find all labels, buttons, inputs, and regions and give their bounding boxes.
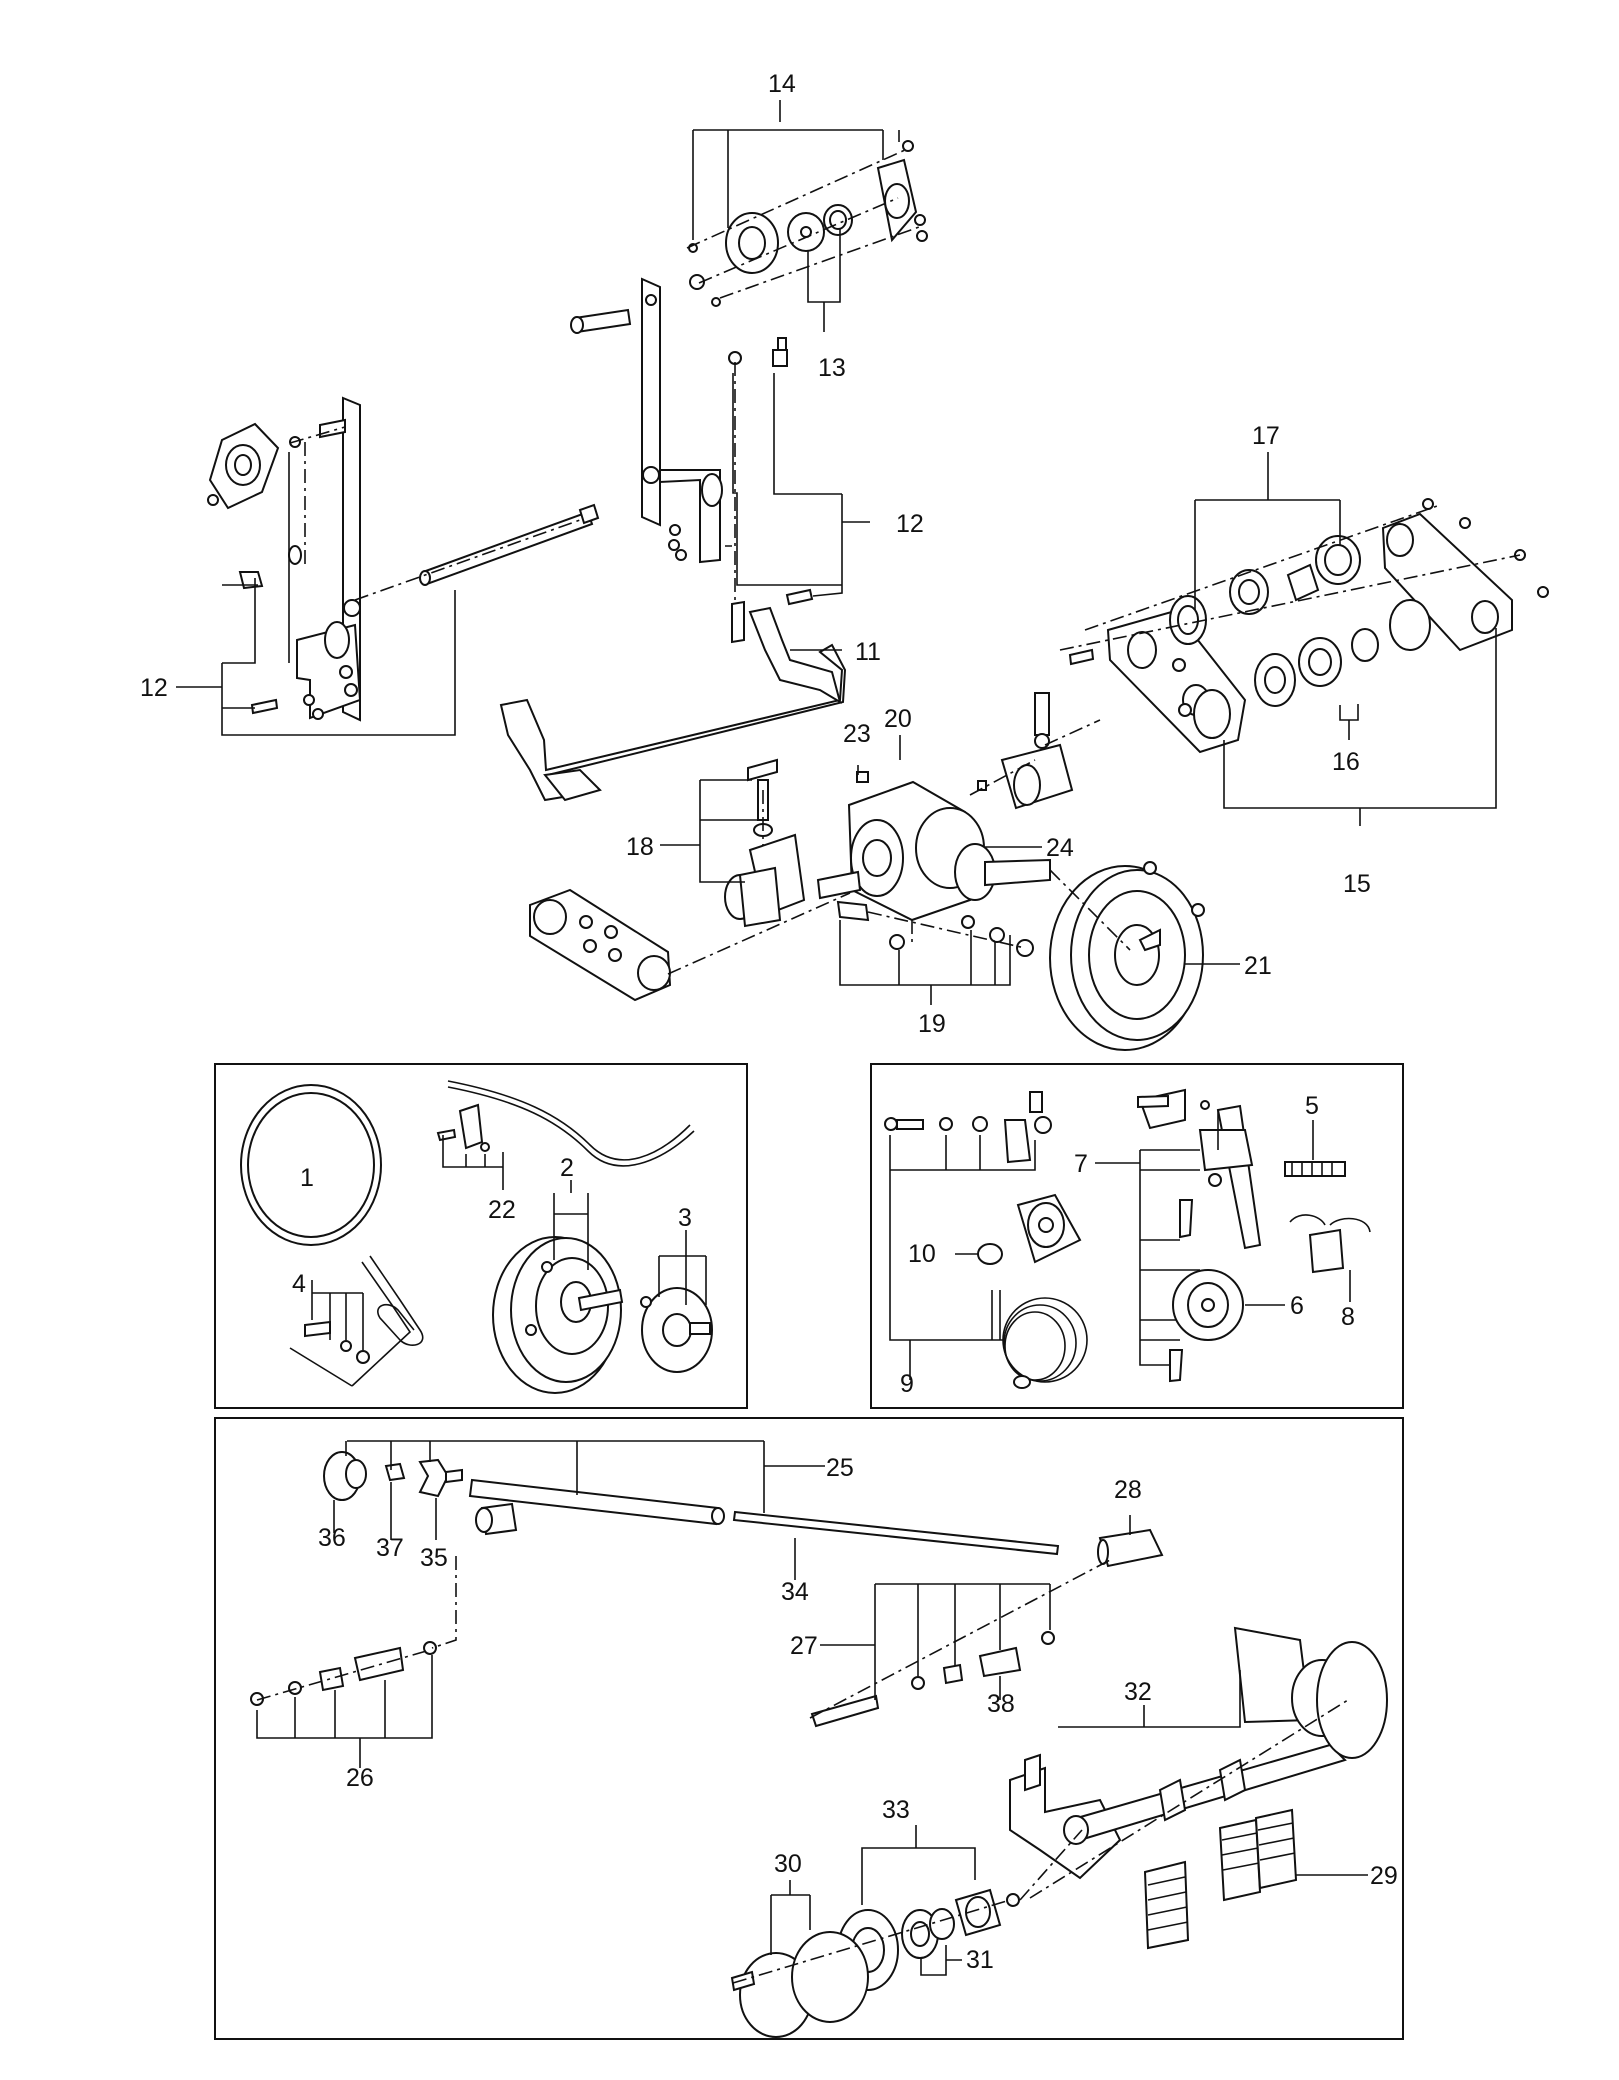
callout-34: 34 — [781, 1578, 809, 1606]
callout-21: 21 — [1244, 952, 1272, 980]
accessory-frame-left — [214, 1063, 748, 1409]
bottom-axis-lines — [256, 1556, 1349, 1984]
callout-33: 33 — [882, 1796, 910, 1824]
callout-12-mid: 12 — [896, 510, 924, 538]
callout-23: 23 — [843, 720, 871, 748]
callout-29: 29 — [1370, 1862, 1398, 1890]
callout-labels: 14 13 17 12 12 11 16 15 23 20 24 18 21 1… — [140, 70, 1398, 1974]
callout-4: 4 — [292, 1270, 306, 1298]
callout-16: 16 — [1332, 748, 1360, 776]
callout-31: 31 — [966, 1946, 994, 1974]
callout-30: 30 — [774, 1850, 802, 1878]
callout-1: 1 — [300, 1164, 314, 1192]
callout-20: 20 — [884, 705, 912, 733]
callout-9: 9 — [900, 1370, 914, 1398]
accessory-frame-bottom — [214, 1417, 1404, 2040]
callout-7: 7 — [1074, 1150, 1088, 1178]
callout-36: 36 — [318, 1524, 346, 1552]
callout-22: 22 — [488, 1196, 516, 1224]
callout-14: 14 — [768, 70, 796, 98]
callout-12-left: 12 — [140, 674, 168, 702]
callout-26: 26 — [346, 1764, 374, 1792]
callout-8: 8 — [1341, 1303, 1355, 1331]
callout-19: 19 — [918, 1010, 946, 1038]
callout-13: 13 — [818, 354, 846, 382]
left-frame-parts — [240, 1080, 713, 1394]
top-leader-lines — [176, 100, 1497, 1005]
callout-32: 32 — [1124, 1678, 1152, 1706]
callout-6: 6 — [1290, 1292, 1304, 1320]
callout-11: 11 — [855, 638, 881, 666]
callout-18: 18 — [626, 833, 654, 861]
upper-assembly — [207, 140, 1549, 1051]
callout-24: 24 — [1046, 834, 1074, 862]
callout-38: 38 — [987, 1690, 1015, 1718]
top-axis-lines — [289, 149, 1521, 975]
callout-35: 35 — [420, 1544, 448, 1572]
right-frame-parts — [884, 1088, 1371, 1389]
accessory-frame-right — [870, 1063, 1404, 1409]
callout-15: 15 — [1343, 870, 1371, 898]
callout-27: 27 — [790, 1632, 818, 1660]
callout-37: 37 — [376, 1534, 404, 1562]
callout-2: 2 — [560, 1154, 574, 1182]
bottom-frame-parts — [250, 1440, 1388, 2038]
callout-28: 28 — [1114, 1476, 1142, 1504]
callout-10: 10 — [908, 1240, 936, 1268]
callout-17: 17 — [1252, 422, 1280, 450]
callout-5: 5 — [1305, 1092, 1319, 1120]
callout-3: 3 — [678, 1204, 692, 1232]
callout-25: 25 — [826, 1454, 854, 1482]
